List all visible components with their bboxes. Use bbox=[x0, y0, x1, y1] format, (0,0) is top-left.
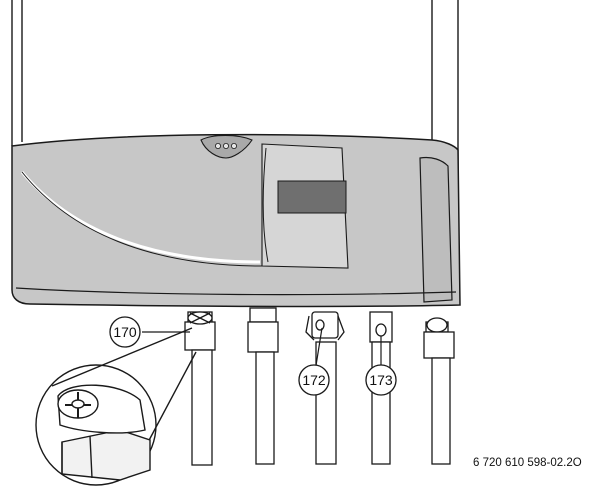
indicator-light-icon bbox=[230, 142, 237, 149]
callout-172: 172 bbox=[298, 364, 330, 396]
panel-swoosh bbox=[20, 171, 261, 264]
document-number: 6 720 610 598-02.2O bbox=[473, 457, 582, 469]
display-window bbox=[277, 180, 347, 214]
pipe-5 bbox=[423, 317, 455, 465]
callout-label: 173 bbox=[369, 372, 393, 388]
indicator-light-icon bbox=[222, 142, 229, 149]
callout-label: 172 bbox=[302, 372, 326, 388]
indicator-light-icon bbox=[214, 142, 221, 149]
pipe-valve-170 bbox=[184, 311, 216, 466]
callout-173: 173 bbox=[365, 364, 397, 396]
callout-170: 170 bbox=[109, 316, 141, 348]
control-panel bbox=[11, 133, 461, 308]
pipe-2 bbox=[247, 307, 279, 465]
valve-detail-magnifier bbox=[35, 327, 197, 486]
pipe-valve-172 bbox=[305, 311, 345, 465]
callout-label: 170 bbox=[113, 324, 137, 340]
